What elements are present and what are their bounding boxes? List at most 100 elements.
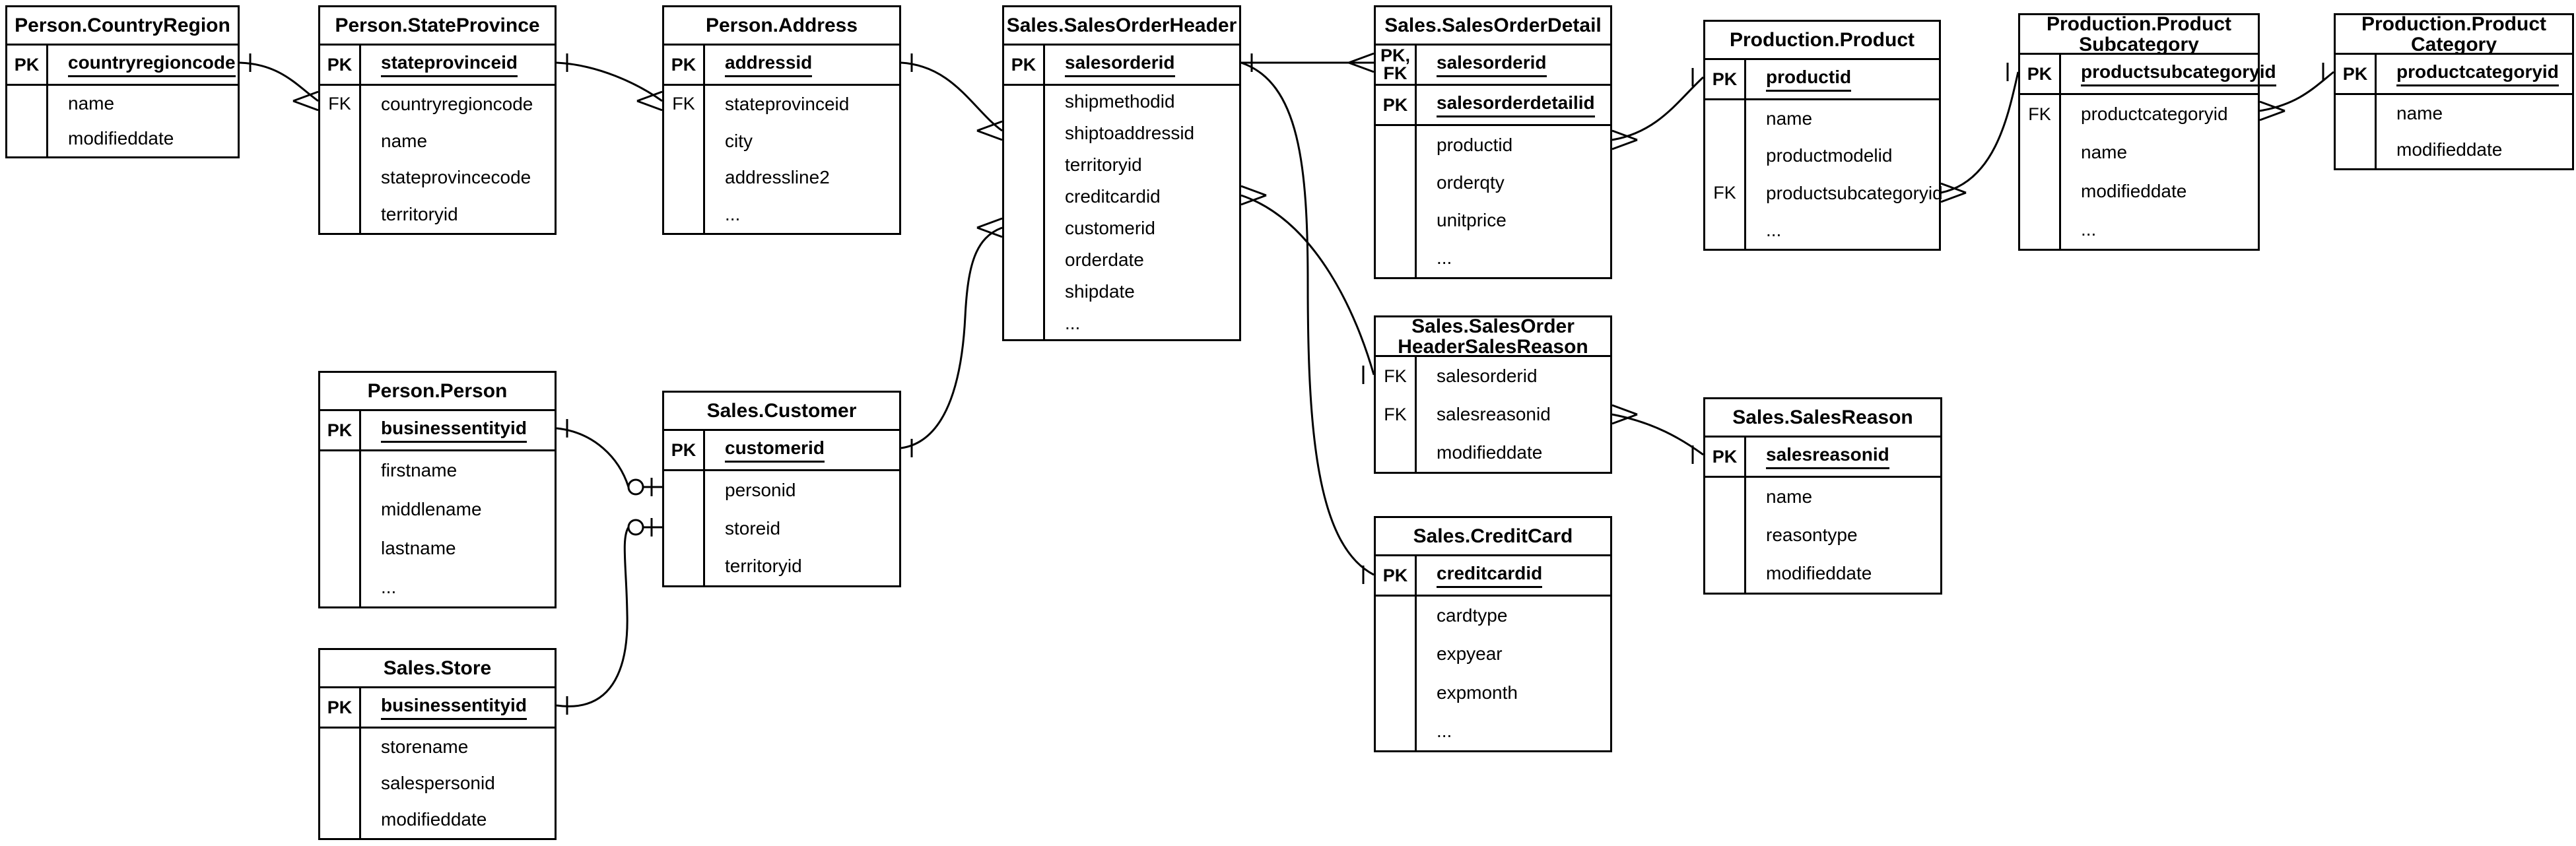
edge-headersalesreason-salesreason[interactable] (1611, 404, 1704, 464)
field-name: addressid (725, 52, 813, 77)
attribute-row-city: city (664, 122, 899, 160)
field-name: expmonth (1437, 682, 1518, 703)
field-name: productsubcategoryid (1766, 182, 1943, 203)
key-label (320, 159, 361, 197)
attribute-row-firstname: firstname (320, 451, 555, 490)
field-name: customerid (725, 438, 825, 463)
zero-cardinality-circle (627, 478, 644, 496)
edge-person-customer[interactable] (556, 419, 662, 496)
entity-title: Sales.SalesReason (1705, 399, 1940, 438)
field-name: modifieddate (381, 809, 487, 830)
edge-path (1611, 76, 1705, 141)
edge-path (556, 61, 663, 102)
field-name: countryregioncode (68, 52, 236, 77)
zero-cardinality-circle (627, 519, 644, 536)
field-name: ... (1437, 247, 1452, 269)
edge-path (1611, 413, 1704, 456)
attribute-row-stateprovincecode: stateprovincecode (320, 159, 555, 197)
edge-path (239, 61, 319, 102)
key-label: PK (1705, 438, 1746, 476)
edge-salesorderdetail-product[interactable] (1611, 68, 1705, 150)
field-name: productid (1766, 67, 1852, 92)
edge-address-salesorderheader[interactable] (900, 53, 1003, 141)
key-label (1705, 516, 1746, 554)
edge-salesorderheader-salesorderdetail[interactable] (1241, 52, 1374, 73)
key-label (1705, 554, 1746, 593)
field-name: salespersonid (381, 772, 495, 793)
edge-productsubcategory-productcategory[interactable] (2259, 63, 2334, 121)
key-label (1376, 673, 1417, 712)
key-label (1376, 711, 1417, 750)
attribute-row-salespersonid: salespersonid (320, 765, 555, 802)
key-label (1376, 164, 1417, 202)
attribute-row-ellipsis: ... (664, 196, 899, 233)
field-name: ... (1065, 313, 1081, 333)
field-name: productcategoryid (2081, 104, 2228, 125)
attribute-row-territoryid: territoryid (1004, 149, 1239, 181)
field-name: name (381, 130, 428, 151)
edge-product-productsubcategory[interactable] (1940, 63, 2019, 203)
attribute-row-name: name (1705, 100, 1939, 138)
attribute-row-expmonth: expmonth (1376, 673, 1610, 712)
attribute-row-ellipsis: ... (1705, 211, 1939, 249)
edge-stateprovince-address[interactable] (556, 53, 663, 112)
attribute-row-orderdate: orderdate (1004, 244, 1239, 276)
field-name: creditcardid (1437, 563, 1543, 588)
field-name: salesorderid (1065, 52, 1175, 77)
key-label: FK (664, 86, 705, 123)
attribute-row-name: name (2336, 95, 2572, 132)
field-name: personid (725, 479, 796, 500)
edge-store-customer[interactable] (556, 518, 662, 715)
key-label (320, 801, 361, 838)
key-label (320, 196, 361, 233)
edge-customer-salesorderheader[interactable] (900, 217, 1003, 457)
field-name: territoryid (381, 204, 458, 225)
attribute-row-modifieddate: modifieddate (2336, 131, 2572, 168)
field-name: firstname (381, 460, 458, 481)
edge-countryregion-stateprovince[interactable] (239, 53, 319, 112)
edge-salesorderheader-creditcard[interactable] (1240, 61, 1374, 584)
edge-path (1940, 71, 2019, 194)
field-name: shipdate (1065, 281, 1135, 302)
field-name: businessentityid (381, 695, 527, 720)
field-name: ... (725, 204, 741, 225)
key-label: PK (320, 46, 361, 84)
edge-salesorderheader-headersalesreason[interactable] (1240, 185, 1375, 384)
field-name: middlename (381, 499, 482, 520)
attribute-row-productmodelid: productmodelid (1705, 137, 1939, 175)
attribute-row-storeid: storeid (664, 509, 899, 548)
field-name: countryregioncode (381, 93, 533, 114)
edge-marker-segment (1240, 194, 1267, 206)
attribute-row-territoryid: territoryid (664, 547, 899, 586)
key-label: PK (664, 431, 705, 469)
key-label (1705, 137, 1746, 175)
attribute-row-modifieddate: modifieddate (320, 801, 555, 838)
